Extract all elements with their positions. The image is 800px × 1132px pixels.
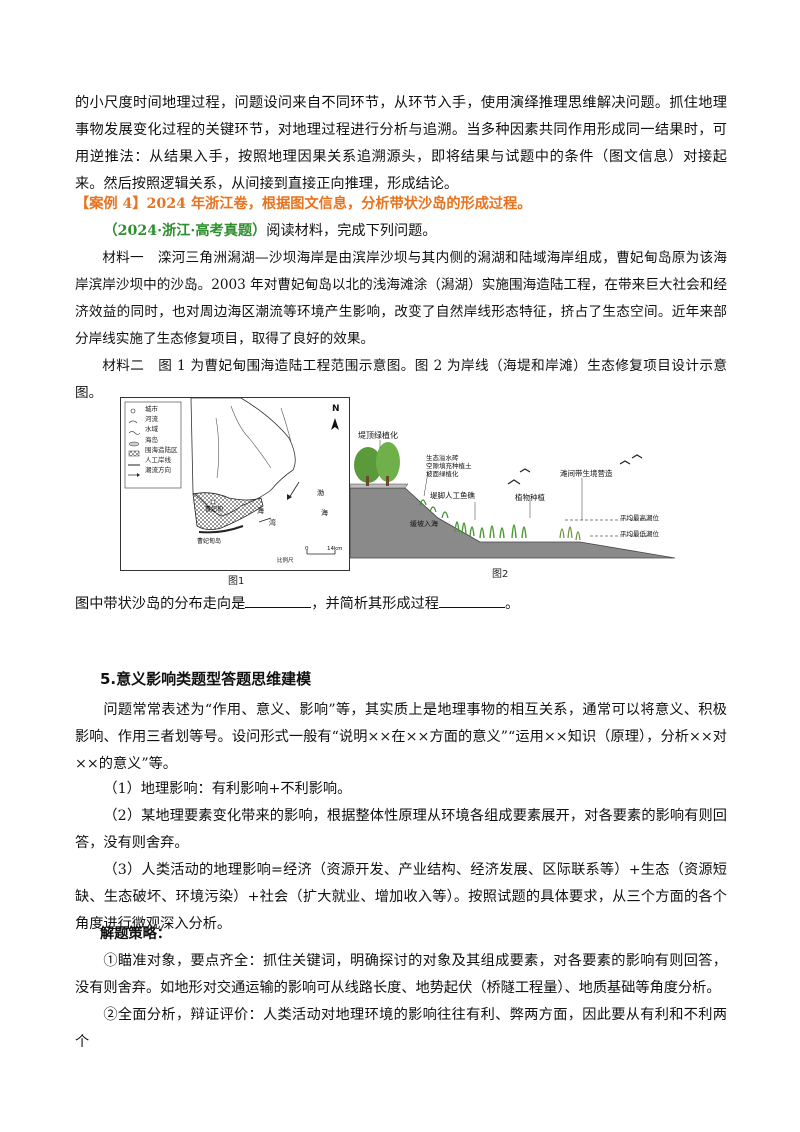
case-heading: 【案例 4】2024 年浙江卷，根据图文信息，分析带状沙岛的形成过程。 bbox=[75, 191, 727, 218]
point-1: （1）地理影响：有利影响+不利影响。 bbox=[103, 781, 352, 797]
cross-section-drawing bbox=[349, 440, 676, 559]
place-caofeidian-island: 曹妃甸岛 bbox=[197, 538, 222, 545]
point-2: （2）某地理要素变化带来的影响，根据整体性原理从环境各组成要素展开，对各要素的影… bbox=[75, 808, 727, 851]
legend-artificial-coast: 人工岸线 bbox=[145, 456, 171, 465]
label-slope-greening: 坡面绿植化 bbox=[426, 470, 459, 478]
legend-tide-direction: 潮流方向 bbox=[145, 466, 171, 475]
legend-reclaimed: 围海造陆区 bbox=[145, 445, 178, 454]
scale-end: 14km bbox=[327, 546, 343, 552]
strategy-heading: 解题策略： bbox=[100, 921, 727, 948]
figure-1-map: 城市 河流 水域 海岛 围海造陆区 人工岸线 潮流方向 N 曹妃甸 曹妃甸岛 渤… bbox=[120, 397, 350, 571]
sea-label-2: 海 bbox=[321, 509, 328, 517]
legend-city: 城市 bbox=[145, 405, 158, 413]
figure-2-caption: 图2 bbox=[492, 569, 509, 580]
sea-label-1: 渤 bbox=[317, 489, 324, 497]
legend-water: 水域 bbox=[145, 425, 158, 434]
legend-river: 河流 bbox=[145, 415, 158, 424]
label-planting: 植物种植 bbox=[515, 493, 545, 502]
label-gentle-slope: 缓坡入海 bbox=[410, 520, 438, 528]
label-eco-brick: 生态溢水砖 bbox=[426, 454, 459, 462]
case-label: 【案例 4】2024 年浙江卷，根据图文信息，分析带状沙岛的形成过程。 bbox=[75, 196, 532, 212]
sand-island bbox=[198, 525, 244, 534]
material-one: 材料一 滦河三角洲潟湖—沙坝海岸是由滨岸沙坝与其内侧的潟湖和陆域海岸组成，曹妃甸… bbox=[75, 250, 727, 347]
label-crest-greening: 堤顶绿植化 bbox=[358, 431, 398, 440]
map-drawing bbox=[124, 397, 339, 555]
strategy-2: ②全面分析，辩证评价：人类活动对地理环境的影响往往有利、弊两方面，因此要从有利和… bbox=[75, 1007, 727, 1050]
figure-1-caption: 图1 bbox=[228, 576, 245, 587]
label-slope: 生态溢水砖 空隙填充种植土 坡面绿植化 bbox=[426, 454, 472, 478]
sea-label-4: 湾 bbox=[269, 519, 276, 527]
answer-blank-process[interactable] bbox=[438, 593, 505, 608]
sea-label-3: 海 bbox=[257, 507, 264, 515]
reclaimed-area bbox=[192, 492, 264, 530]
label-low-tide: 平均最低潮位 bbox=[620, 530, 659, 538]
strategy-title: 解题策略： bbox=[100, 926, 171, 942]
map-legend: 城市 河流 水域 海岛 围海造陆区 人工岸线 潮流方向 bbox=[145, 404, 178, 475]
label-soil-fill: 空隙填充种植土 bbox=[426, 462, 472, 470]
paragraph-intro: 的小尺度时间地理过程，问题设问来自不同环节，从环节入手，使用演绎推理思维解决问题… bbox=[75, 95, 727, 192]
source-instruction: 阅读材料，完成下列问题。 bbox=[266, 223, 437, 239]
strategy-1: ①瞄准对象，要点齐全：抓住关键词，明确探讨的对象及其组成要素，对各要素的影响有则… bbox=[75, 953, 727, 996]
question-line: 图中带状沙岛的分布走向是 ，并简析其形成过程 。 bbox=[75, 591, 727, 618]
place-caofeidian: 曹妃甸 bbox=[205, 506, 224, 513]
label-habitat: 滩间带生境营造 bbox=[560, 469, 613, 478]
source-tag: （2024·浙江·高考真题） bbox=[103, 223, 267, 239]
label-fish-reef: 堤脚人工鱼礁 bbox=[430, 491, 475, 500]
section-5-intro: 问题常常表述为“作用、意义、影响”等，其实质上是地理事物的相互关系，通常可以将意… bbox=[75, 702, 727, 772]
section-5-title: 5.意义影响类题型答题思维建模 bbox=[100, 670, 312, 688]
source-line: （2024·浙江·高考真题）阅读材料，完成下列问题。 bbox=[75, 218, 727, 245]
label-high-tide: 平均最高潮位 bbox=[620, 514, 659, 522]
legend-island: 海岛 bbox=[145, 435, 158, 444]
answer-blank-direction[interactable] bbox=[245, 593, 312, 608]
scale-label: 比例尺 bbox=[277, 558, 294, 564]
north-label: N bbox=[332, 404, 340, 414]
question-part-b: ，并简析其形成过程 bbox=[311, 596, 439, 612]
material-two: 材料二 图 1 为曹妃甸围海造陆工程范围示意图。图 2 为岸线（海堤和岸滩）生态… bbox=[75, 358, 727, 401]
point-3: （3）人类活动的地理影响=经济（资源开发、产业结构、经济发展、区际联系等）+生态… bbox=[75, 862, 727, 932]
figure-2-cross-section: 堤顶绿植化 生态溢水砖 空隙填充种植土 坡面绿植化 堤脚人工鱼礁 缓坡入海 植物… bbox=[349, 410, 676, 562]
question-part-c: 。 bbox=[504, 596, 520, 612]
question-part-a: 图中带状沙岛的分布走向是 bbox=[75, 596, 246, 612]
scale-zero: 0 bbox=[305, 546, 309, 552]
